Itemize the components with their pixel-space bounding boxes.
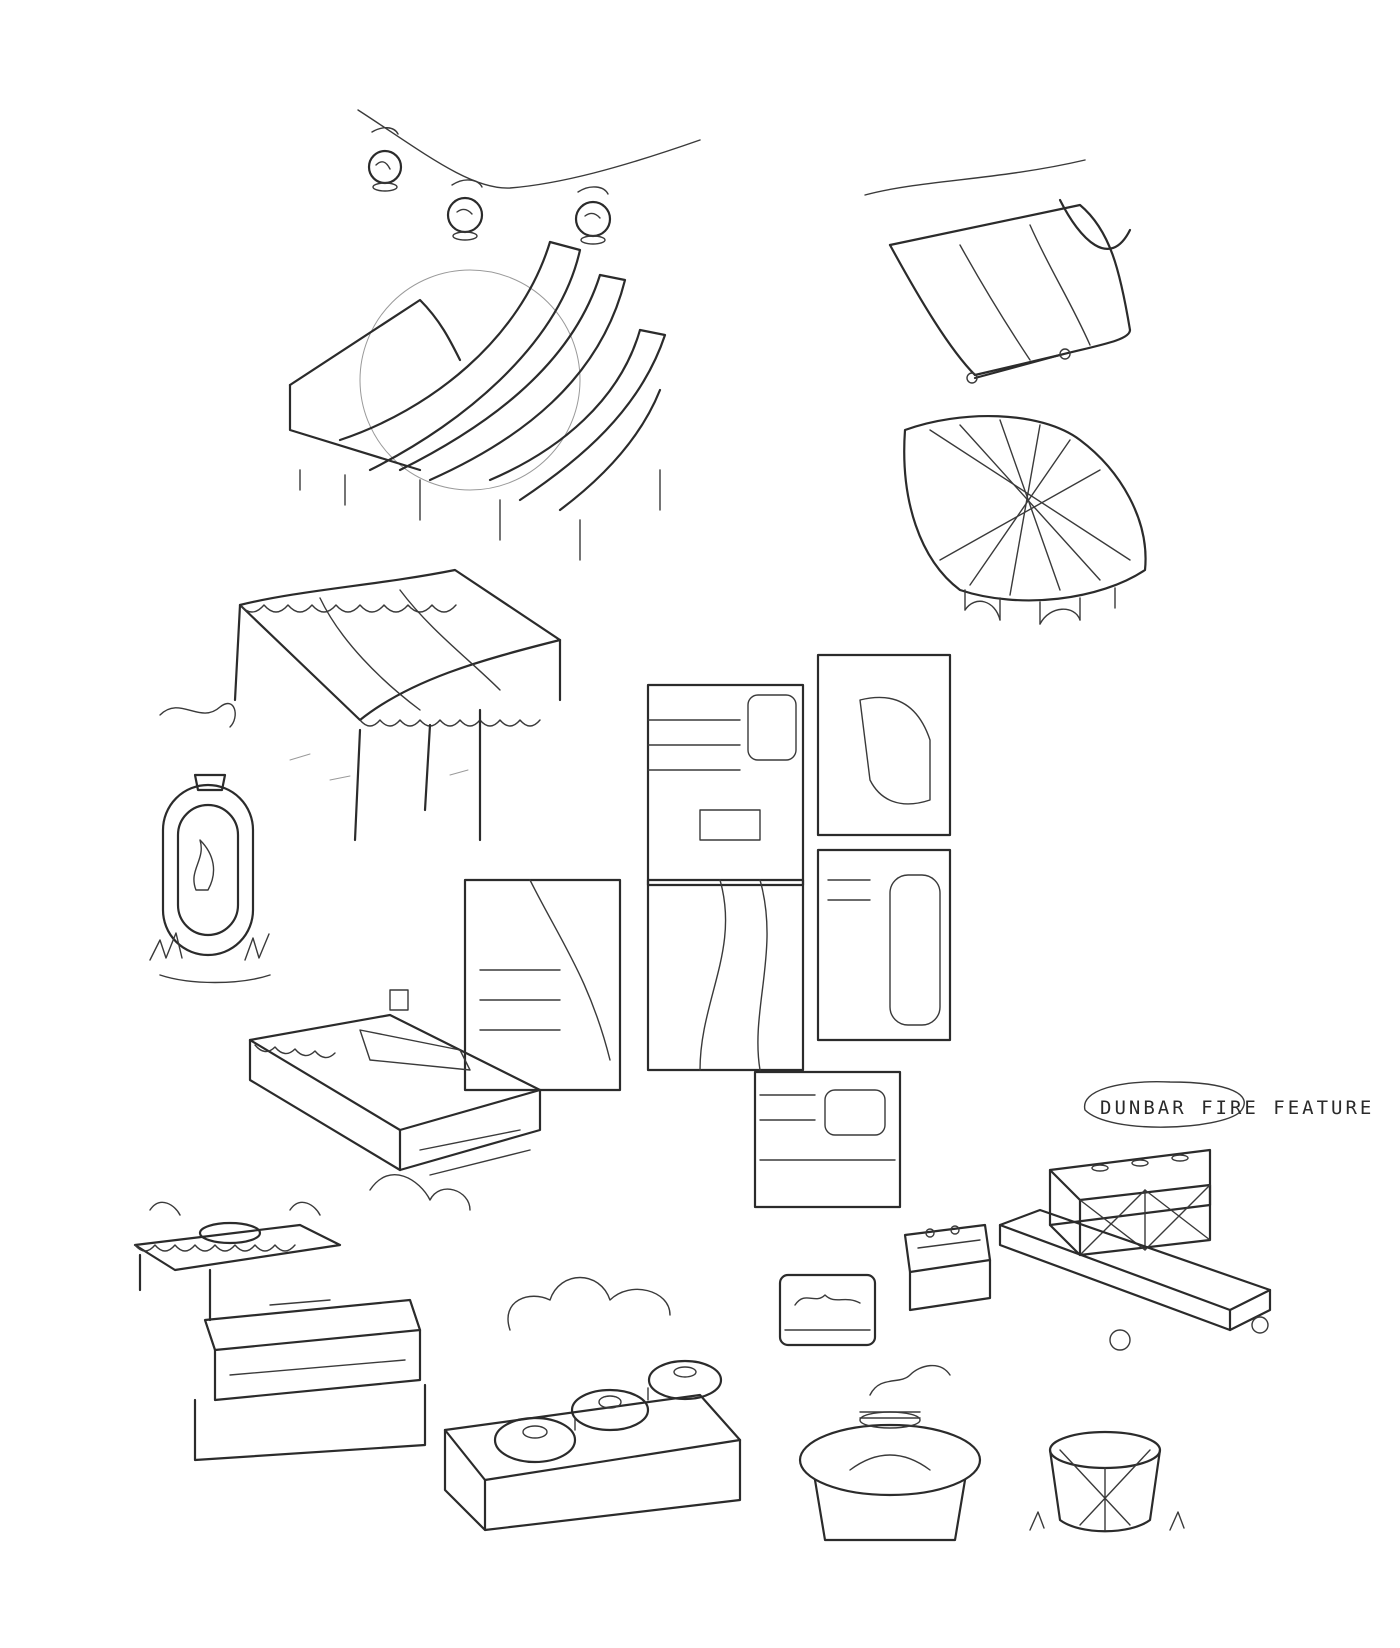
raised-deck-sketch [248, 989, 542, 1176]
dunbar-fire-feature-sketch: DUNBAR FIRE FEATURE [998, 1081, 1374, 1351]
fire-feature-caption: DUNBAR FIRE FEATURE [1100, 1097, 1374, 1119]
round-brazier-sketch [798, 1364, 982, 1542]
triple-bowl-sketch [443, 1276, 742, 1532]
lantern-string-sketch [357, 109, 701, 245]
linear-fire-trough-sketch [193, 1174, 471, 1462]
round-pavilion-sketch [903, 414, 1147, 625]
lantern-icon [574, 186, 612, 245]
canopy-cushion-sketch [133, 1201, 342, 1322]
lantern-icon [367, 127, 403, 192]
fire-pod-sketch [149, 702, 271, 984]
sail-shade-sketch [864, 159, 1132, 384]
fire-cabinet-sketch [778, 1273, 877, 1347]
modular-plan-tiles [463, 653, 952, 1209]
lantern-icon [446, 179, 484, 241]
wire-basket-sketch [1029, 1430, 1185, 1533]
control-unit-sketch [903, 1223, 992, 1312]
scalloped-canopy-sketch [233, 568, 562, 842]
stepped-canopy-sketch [288, 240, 667, 561]
